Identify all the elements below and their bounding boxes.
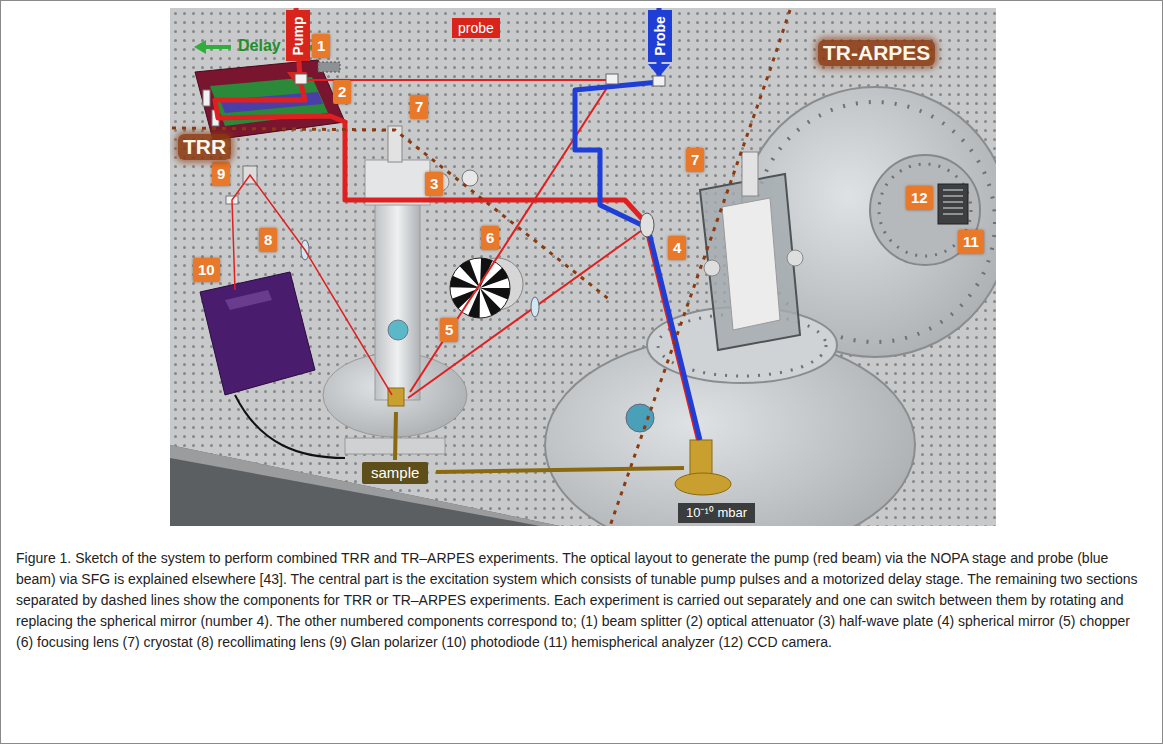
arrow-head: [287, 72, 307, 86]
callout-number: 3: [425, 172, 443, 196]
chopper-wheel: [450, 258, 510, 318]
arrow-head: [194, 40, 206, 54]
callout-number: 9: [212, 162, 230, 186]
label-text: 7: [691, 151, 699, 169]
label-text: 5: [445, 321, 453, 339]
callout-number: 8: [259, 228, 277, 252]
callout-number: 2: [333, 80, 351, 104]
label-text: probe: [458, 19, 494, 37]
cryostat-knob: [704, 260, 720, 276]
label-text: 8: [264, 231, 272, 249]
focusing-lens: [531, 297, 539, 317]
cryostat-housing: [700, 174, 800, 350]
label-text: 3: [430, 175, 438, 193]
section-divider: [172, 128, 610, 300]
sample-label: sample: [362, 462, 428, 484]
cryostat-body: [722, 198, 780, 330]
callout-number: 10: [193, 258, 220, 282]
pressure-label: 10⁻¹⁰ mbar: [678, 503, 755, 523]
label-text: sample: [371, 464, 419, 482]
beam-label: probe: [452, 18, 500, 38]
optical-attenuator: [318, 62, 340, 72]
photodiode: [200, 272, 315, 395]
reflected-beam: [232, 175, 392, 395]
section-label: TRR: [178, 134, 231, 160]
leader-line: [436, 468, 684, 472]
callout-number: 5: [440, 318, 458, 342]
label-text: 4: [673, 239, 681, 257]
camera-flange: [870, 155, 980, 265]
callout-number: 4: [668, 236, 686, 260]
callout-number: 7: [410, 95, 428, 119]
callout-number: 6: [481, 226, 499, 250]
label-text: 11: [963, 233, 979, 251]
label-text: 7: [415, 98, 423, 116]
callout-number: 11: [958, 230, 984, 254]
label-text: 12: [911, 189, 928, 207]
beam-label: Probe: [648, 10, 672, 62]
section-divider: [610, 10, 790, 526]
probe-beam: [300, 80, 612, 392]
cryostat-knob: [787, 250, 803, 266]
label-text: 10⁻¹⁰ mbar: [686, 505, 747, 521]
beam-label: Pump: [286, 10, 310, 61]
label-text: 9: [217, 165, 225, 183]
label-text: 1: [317, 37, 325, 55]
sample-holder-base: [675, 473, 731, 495]
label-text: 10: [198, 261, 215, 279]
figure-caption: Figure 1. Sketch of the system to perfor…: [16, 548, 1148, 653]
callout-number: 1: [312, 34, 330, 58]
leader-line: [395, 412, 396, 460]
illustration: [170, 8, 996, 526]
delay-mirror: [203, 90, 210, 106]
camera-fins: [943, 190, 963, 214]
cryostat-window: [388, 320, 408, 340]
stage-label: Delay: [238, 36, 281, 56]
table-edge: [170, 445, 560, 526]
mirror: [606, 74, 618, 84]
pump-beam: [408, 228, 645, 398]
arrow-head: [648, 64, 670, 77]
label-text: 2: [338, 83, 346, 101]
ccd-camera: [938, 184, 968, 224]
cryostat-tube: [742, 152, 758, 196]
label-text: 6: [486, 229, 494, 247]
callout-number: 12: [906, 186, 933, 210]
photodiode-top: [225, 290, 272, 310]
probe-beam: [575, 8, 700, 440]
beam-splitter: [295, 74, 307, 84]
spherical-mirror: [640, 213, 654, 237]
label-text: Probe: [652, 16, 668, 56]
label-text: Pump: [290, 16, 306, 55]
mirror: [653, 76, 665, 86]
section-label: TR-ARPES: [818, 40, 935, 66]
cable: [235, 395, 345, 458]
callout-number: 7: [686, 148, 704, 172]
sample: [388, 388, 404, 406]
